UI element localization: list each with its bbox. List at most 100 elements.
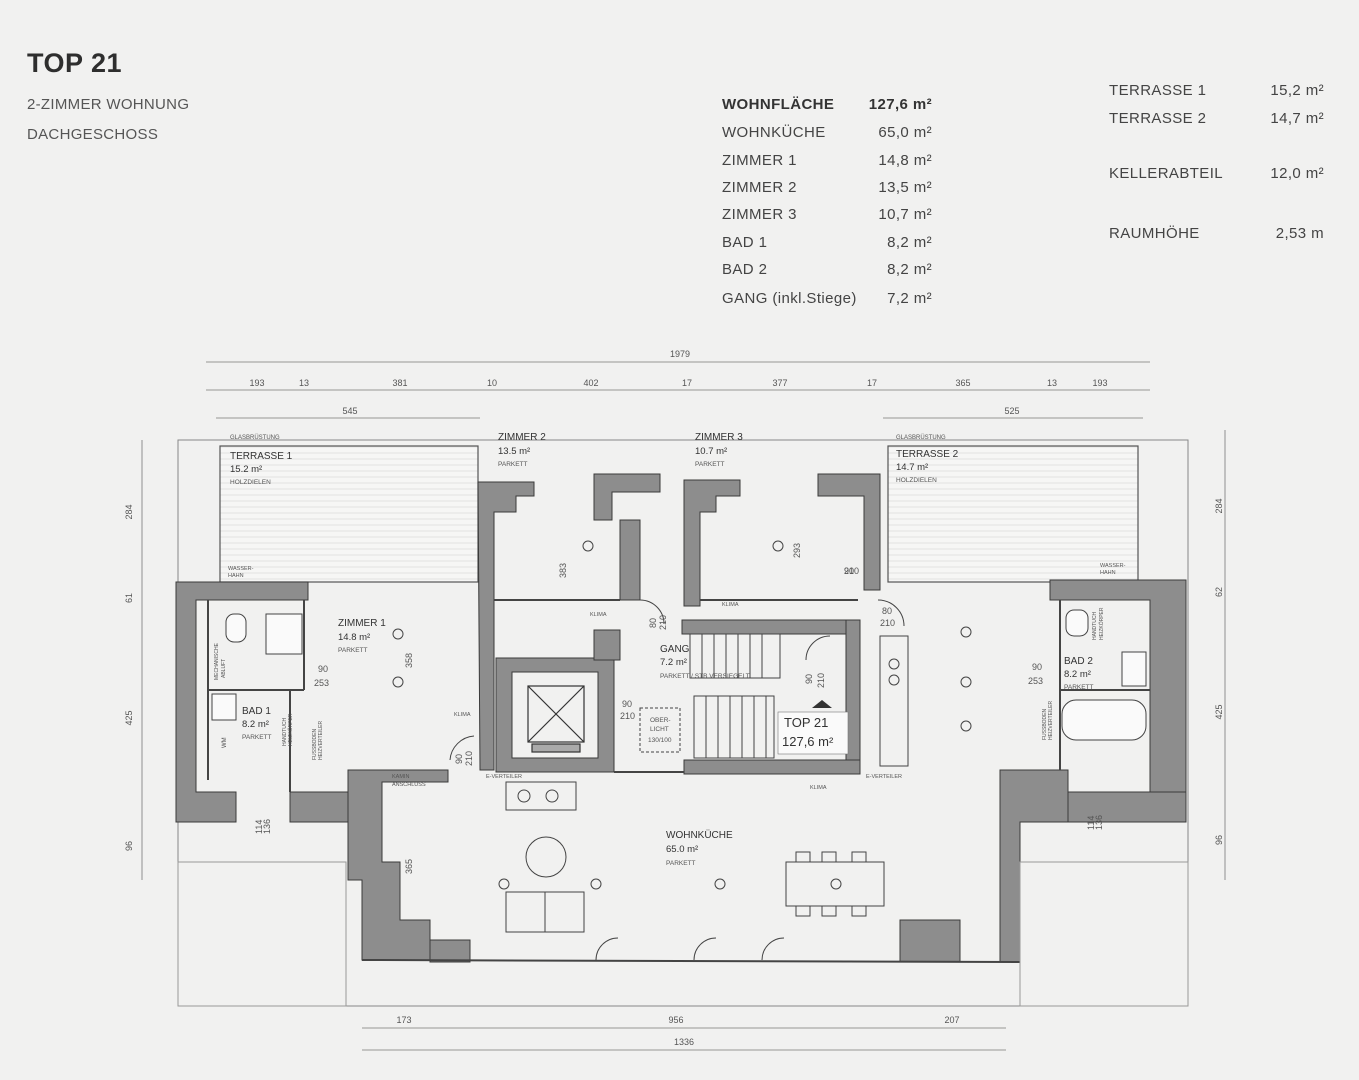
room-dim: 114	[1086, 816, 1096, 830]
room-area: 65.0 m²	[666, 844, 698, 855]
skylight-size: 130/100	[648, 737, 672, 744]
dim-label: 402	[583, 378, 598, 388]
area-value: 65,0 m²	[878, 124, 932, 141]
area-label: WOHNFLÄCHE	[722, 96, 835, 113]
misc-label: HEIZKÖRPER	[287, 713, 294, 746]
room-gang: GANG 7.2 m² PARKETT / STB VERSIEGELT	[660, 644, 750, 680]
misc-label: KLIMA	[454, 712, 471, 718]
room-dim: 114	[254, 820, 264, 834]
area-value: 7,2 m²	[887, 290, 932, 307]
door-width: 90	[844, 566, 854, 576]
room-floor: PARKETT	[666, 860, 696, 867]
door-swings	[449, 599, 905, 961]
room-bad-2: BAD 2 8.2 m² PARKETT	[1064, 656, 1094, 691]
room-floor: PARKETT	[1064, 684, 1094, 691]
extra-label: RAUMHÖHE	[1109, 225, 1200, 242]
dim-right: 425	[1214, 704, 1224, 719]
dim-label: 13	[1047, 378, 1057, 388]
triangle-icon	[812, 700, 832, 708]
area-label: GANG (inkl.Stiege)	[722, 290, 857, 307]
door-width: 90	[1032, 662, 1042, 672]
skylight: OBER- LICHT 130/100	[639, 707, 681, 753]
room-floor: PARKETT / STB VERSIEGELT	[660, 673, 750, 680]
door-width: 90	[622, 699, 632, 709]
room-name: BAD 2	[1064, 656, 1093, 667]
room-area: 13.5 m²	[498, 446, 530, 457]
door-height: 210	[620, 711, 635, 721]
extra-value: 12,0 m²	[1270, 165, 1324, 182]
extra-label: TERRASSE 2	[1109, 110, 1207, 127]
room-dim: 358	[404, 653, 414, 668]
area-label: ZIMMER 3	[722, 206, 797, 223]
room-floor: PARKETT	[695, 461, 725, 468]
room-area: 14.7 m²	[896, 462, 928, 473]
balcony-left	[177, 861, 347, 1007]
room-area: 7.2 m²	[660, 657, 687, 668]
dim-total-top: 1979	[670, 349, 690, 359]
dim-top-row: 193 13 381 10 402 17 377 17 365 13 193	[249, 378, 1107, 388]
dim-label: 365	[955, 378, 970, 388]
room-wohnkueche: WOHNKÜCHE 65.0 m² PARKETT	[666, 829, 733, 867]
dim-terrace-2: 525	[1004, 406, 1019, 416]
room-name: GANG	[660, 644, 690, 655]
dim-left: 425	[124, 710, 134, 725]
area-label: BAD 1	[722, 234, 768, 251]
partitions	[207, 599, 1150, 963]
walls	[175, 473, 1187, 963]
room-dim: 136	[1094, 815, 1104, 830]
terrace-2	[887, 445, 1139, 583]
dim-bottom-total: 1336	[674, 1037, 694, 1047]
dim-right: 62	[1214, 587, 1224, 597]
dim-label: 13	[299, 378, 309, 388]
extra-value: 15,2 m²	[1270, 82, 1324, 99]
floor-label: DACHGESCHOSS	[27, 126, 159, 143]
room-zimmer-2: ZIMMER 2 13.5 m² PARKETT	[498, 432, 546, 468]
extra-label: KELLERABTEIL	[1109, 165, 1224, 182]
room-area: 10.7 m²	[695, 446, 727, 457]
room-dimensions: 383 293 358 365 114 136 114 136	[254, 543, 1104, 874]
misc-label: HEIZVERTEILER	[1048, 701, 1054, 740]
misc-label: MECHANISCHE	[214, 642, 220, 680]
misc-label: FUSSBODEN	[312, 728, 318, 760]
room-name: ZIMMER 1	[338, 618, 386, 629]
door-height: 210	[658, 615, 668, 630]
dim-bottom: 173	[396, 1015, 411, 1025]
dim-left: 284	[124, 504, 134, 519]
door-width: 90	[804, 674, 814, 684]
dim-right: 96	[1214, 835, 1224, 845]
room-area: 8.2 m²	[242, 719, 269, 730]
misc-label: E-VERTEILER	[866, 774, 902, 780]
misc-label: HANDTUCH	[282, 718, 288, 746]
area-value: 8,2 m²	[887, 261, 932, 278]
area-value: 10,7 m²	[878, 206, 932, 223]
door-width: 90	[318, 664, 328, 674]
room-dim: 136	[262, 819, 272, 834]
room-bad-1: BAD 1 8.2 m² PARKETT	[242, 706, 272, 741]
room-dim: 365	[404, 859, 414, 874]
dim-label: 10	[487, 378, 497, 388]
room-name: TERRASSE 2	[896, 449, 959, 460]
misc-label: HAHN	[228, 573, 244, 579]
furniture	[505, 635, 909, 933]
area-value: 14,8 m²	[878, 152, 932, 169]
misc-label: FUSSBODEN	[1042, 708, 1048, 740]
area-label: BAD 2	[722, 261, 768, 278]
balcony-right	[1019, 861, 1189, 1007]
door-height: 210	[816, 673, 826, 688]
dimension-lines-side	[141, 430, 1226, 880]
glass-railing-note: GLASBRÜSTUNG	[896, 434, 946, 441]
room-name: BAD 1	[242, 706, 271, 717]
door-height: 210	[844, 566, 859, 576]
unit-area: 127,6 m²	[782, 734, 834, 749]
door-labels: 80 210 90 253 90 210 90 253 80 210 90 21…	[314, 566, 1043, 766]
dim-label: 381	[392, 378, 407, 388]
room-name: ZIMMER 2	[498, 432, 546, 443]
room-dim: 383	[558, 563, 568, 578]
dimension-lines-top	[206, 361, 1150, 419]
extra-value: 14,7 m²	[1270, 110, 1324, 127]
area-label: WOHNKÜCHE	[722, 124, 826, 141]
technical-labels: WASSER- HAHN WASSER- HAHN KLIMA KLIMA KL…	[214, 563, 1126, 791]
misc-label: E-VERTEILER	[486, 774, 522, 780]
room-floor: PARKETT	[498, 461, 528, 468]
area-label: ZIMMER 1	[722, 152, 797, 169]
